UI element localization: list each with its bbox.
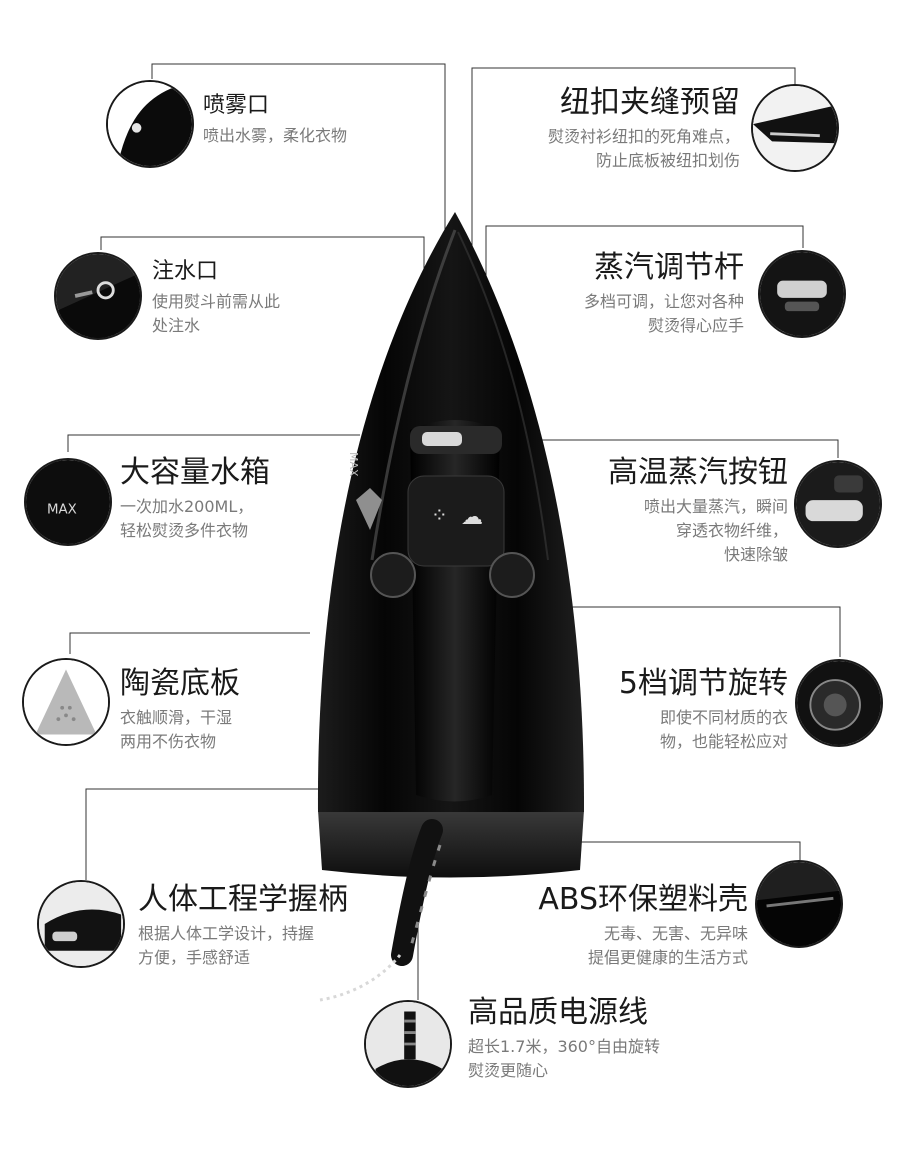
temperature-dial-thumbnail <box>795 659 883 747</box>
svg-text:☁: ☁ <box>461 505 483 530</box>
feature-desc: 使用熨斗前需从此处注水 <box>152 292 281 335</box>
feature-power-cord: 高品质电源线 超长1.7米，360°自由旋转熨烫更随心 <box>468 995 660 1083</box>
feature-soleplate: 陶瓷底板 衣触顺滑，干湿两用不伤衣物 <box>120 666 240 754</box>
handle-thumbnail <box>37 880 125 968</box>
water-tank-thumbnail: MAX <box>24 458 112 546</box>
feature-desc: 喷出大量蒸汽，瞬间穿透衣物纤维，快速除皱 <box>643 497 788 564</box>
feature-title: 纽扣夹缝预留 <box>560 85 740 120</box>
feature-title: 大容量水箱 <box>120 455 270 490</box>
abs-shell-thumbnail <box>755 860 843 948</box>
feature-dial: 5档调节旋转 即使不同材质的衣物，也能轻松应对 <box>619 666 788 754</box>
feature-desc: 喷出水雾，柔化衣物 <box>203 126 348 145</box>
svg-text:⁘: ⁘ <box>431 503 448 527</box>
feature-desc: 一次加水200ML，轻松熨烫多件衣物 <box>120 497 254 540</box>
steam-button-thumbnail <box>794 460 882 548</box>
spray-nozzle-thumbnail <box>106 80 194 168</box>
feature-desc: 衣触顺滑，干湿两用不伤衣物 <box>120 708 233 751</box>
feature-title: 注水口 <box>152 259 219 284</box>
tank-thumb-max-label: MAX <box>47 502 77 517</box>
button-gap-thumbnail <box>751 84 839 172</box>
feature-handle: 人体工程学握柄 根据人体工学设计，持握方便，手感舒适 <box>138 882 348 970</box>
feature-desc: 多档可调，让您对各种熨烫得心应手 <box>583 292 744 335</box>
feature-title: ABS环保塑料壳 <box>538 882 748 917</box>
feature-button-gap: 纽扣夹缝预留 熨烫衬衫纽扣的死角难点，防止底板被纽扣划伤 <box>548 85 740 173</box>
steam-lever-thumbnail <box>758 250 846 338</box>
feature-desc: 即使不同材质的衣物，也能轻松应对 <box>659 708 788 751</box>
feature-desc: 熨烫衬衫纽扣的死角难点，防止底板被纽扣划伤 <box>547 127 740 170</box>
feature-title: 陶瓷底板 <box>120 666 240 701</box>
feature-title: 高温蒸汽按钮 <box>608 455 788 490</box>
feature-steam-lever: 蒸汽调节杆 多档可调，让您对各种熨烫得心应手 <box>584 250 744 338</box>
feature-title: 5档调节旋转 <box>618 666 788 701</box>
feature-desc: 根据人体工学设计，持握方便，手感舒适 <box>138 924 315 967</box>
feature-water-tank: 大容量水箱 一次加水200ML，轻松熨烫多件衣物 <box>120 455 270 543</box>
feature-title: 高品质电源线 <box>468 995 648 1030</box>
tank-max-label: MAX <box>347 452 360 477</box>
fill-port-thumbnail <box>54 252 142 340</box>
feature-title: 喷雾口 <box>203 93 270 118</box>
feature-desc: 无毒、无害、无异味提倡更健康的生活方式 <box>587 924 748 967</box>
feature-steam-button: 高温蒸汽按钮 喷出大量蒸汽，瞬间穿透衣物纤维，快速除皱 <box>608 455 788 567</box>
feature-title: 人体工程学握柄 <box>138 882 348 917</box>
soleplate-thumbnail <box>22 658 110 746</box>
feature-spray: 喷雾口 喷出水雾，柔化衣物 <box>203 92 347 148</box>
power-cord-thumbnail <box>364 1000 452 1088</box>
feature-title: 蒸汽调节杆 <box>594 250 744 285</box>
feature-fill-port: 注水口 使用熨斗前需从此处注水 <box>152 258 280 338</box>
feature-abs-shell: ABS环保塑料壳 无毒、无害、无异味提倡更健康的生活方式 <box>538 882 748 970</box>
feature-desc: 超长1.7米，360°自由旋转熨烫更随心 <box>468 1037 660 1080</box>
